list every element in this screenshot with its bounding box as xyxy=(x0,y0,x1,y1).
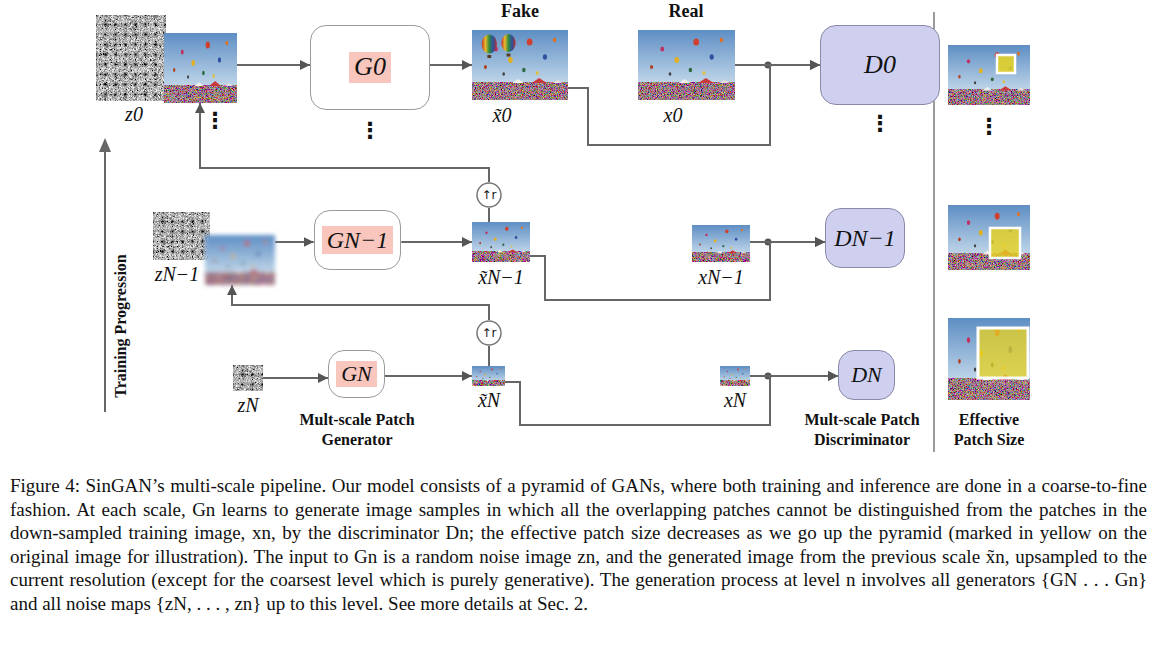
discriminator-box: DN xyxy=(838,350,895,400)
progression-arrowhead xyxy=(99,138,111,152)
image-symbol: x0 xyxy=(664,105,683,125)
flow-connector xyxy=(275,241,314,243)
component-label: Effective Patch Size xyxy=(939,410,1039,450)
ellipsis-dots: ⋮ xyxy=(359,120,381,142)
flow-connector xyxy=(200,103,489,182)
image-symbol: zN−1 xyxy=(155,264,200,284)
generator-label: G0 xyxy=(349,52,391,83)
image-symbol: xN xyxy=(724,390,746,410)
progression-arrow xyxy=(104,150,106,412)
generator-label: GN xyxy=(336,361,377,387)
generator-label: GN−1 xyxy=(322,226,394,254)
image-symbol: x̃N xyxy=(478,390,500,410)
component-label: Mult-scale Patch Generator xyxy=(282,410,432,450)
flow-connector xyxy=(488,346,490,366)
generator-box: GN−1 xyxy=(314,210,402,270)
image-symbol: zN xyxy=(237,395,258,415)
flow-connector xyxy=(232,285,489,320)
image-sample: xN−1 xyxy=(692,225,750,262)
discriminator-box: D0 xyxy=(820,25,940,105)
upsample-circle: ↑r xyxy=(476,182,502,208)
generator-box: GN xyxy=(328,350,385,398)
effective-patch-panel xyxy=(948,45,1030,400)
discriminator-label: D0 xyxy=(864,51,896,80)
image-heading: Real xyxy=(669,2,704,20)
discriminator-box: DN−1 xyxy=(825,208,905,268)
noise-input-image: z0 xyxy=(96,15,237,103)
flow-connector xyxy=(385,375,472,377)
noise-input-image: zN−1 xyxy=(153,212,275,285)
flow-connector xyxy=(488,208,490,222)
flow-connector xyxy=(505,376,838,425)
flow-connector xyxy=(237,64,310,66)
image-sample: x̃N xyxy=(472,366,505,386)
flow-connector xyxy=(430,64,472,66)
flow-connector xyxy=(530,242,825,300)
image-symbol: x̃N−1 xyxy=(478,267,524,287)
upsample-label: ↑r xyxy=(482,327,497,339)
image-heading: Fake xyxy=(501,2,539,20)
axis-label: Training Progression xyxy=(111,231,131,421)
upsample-label: ↑r xyxy=(482,189,497,201)
discriminator-label: DN−1 xyxy=(834,225,896,251)
image-sample: x̃N−1 xyxy=(472,222,530,262)
image-sample: xN xyxy=(720,366,750,386)
ellipsis-dots: ⋮ xyxy=(978,116,1000,138)
image-symbol: x̃0 xyxy=(493,105,512,125)
upsample-circle: ↑r xyxy=(476,320,502,346)
image-symbol: z0 xyxy=(125,104,143,124)
discriminator-label: DN xyxy=(851,363,882,387)
ellipsis-dots: ⋮ xyxy=(204,110,226,132)
figure-caption: Figure 4: SinGAN’s multi-scale pipeline.… xyxy=(10,474,1147,616)
flow-connector xyxy=(401,241,472,243)
image-symbol: xN−1 xyxy=(698,267,744,287)
ellipsis-dots: ⋮ xyxy=(869,113,891,135)
component-label: Mult-scale Patch Discriminator xyxy=(795,410,929,450)
generator-box: G0 xyxy=(310,25,430,110)
noise-input-image: zN xyxy=(233,365,263,391)
image-sample: Fakex̃0 xyxy=(472,30,568,100)
flow-connector xyxy=(263,377,328,379)
image-sample: Realx0 xyxy=(638,30,735,100)
